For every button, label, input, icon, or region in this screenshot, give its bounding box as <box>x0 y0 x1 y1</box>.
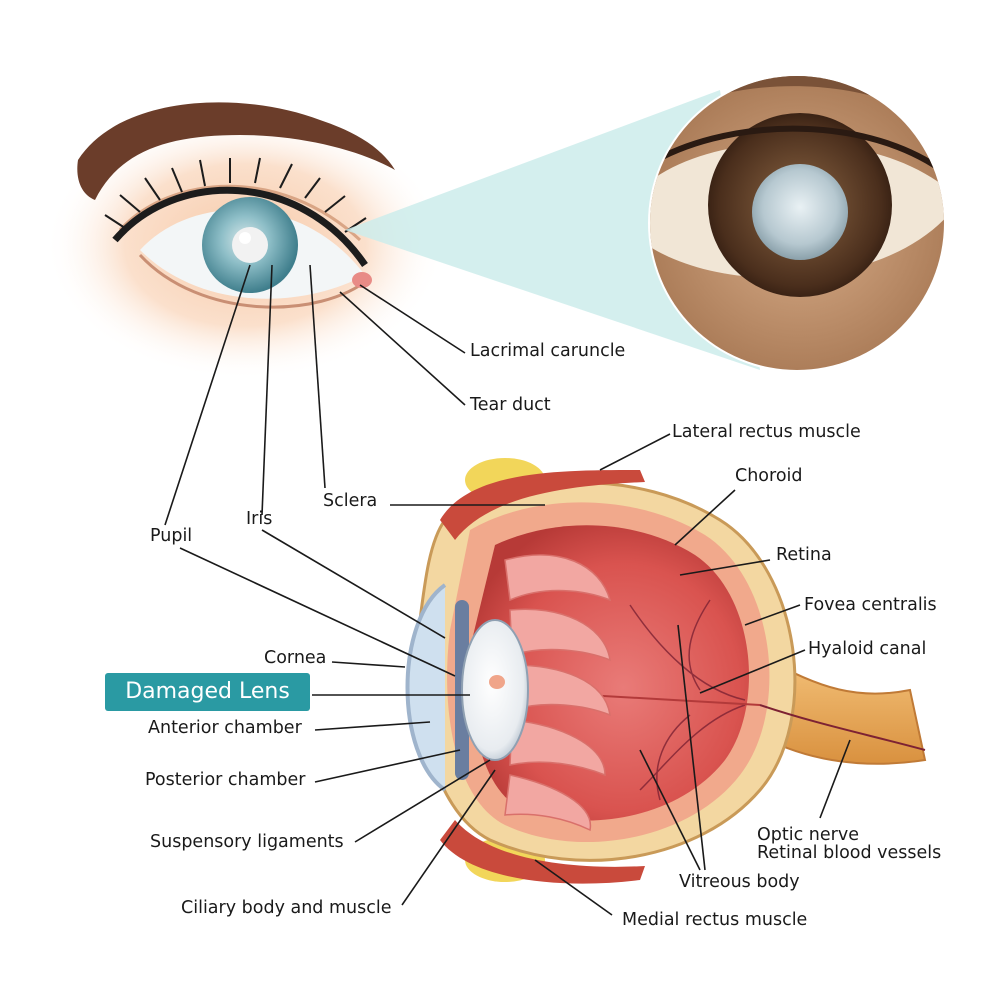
label-vitreous-body: Vitreous body <box>679 872 800 892</box>
label-sclera: Sclera <box>323 491 378 511</box>
label-optic-nerve: Optic nerve <box>757 825 859 845</box>
external-eye <box>45 102 445 380</box>
label-lacrimal-caruncle: Lacrimal caruncle <box>470 341 626 361</box>
label-tear-duct: Tear duct <box>470 395 551 415</box>
label-medial-rectus-muscle: Medial rectus muscle <box>622 910 808 930</box>
zoom-cone <box>345 90 760 370</box>
label-retina: Retina <box>776 545 832 565</box>
label-suspensory-ligaments: Suspensory ligaments <box>150 832 344 852</box>
label-lateral-rectus-muscle: Lateral rectus muscle <box>672 422 861 442</box>
label-posterior-chamber: Posterior chamber <box>145 770 306 790</box>
label-iris: Iris <box>246 509 273 529</box>
label-choroid: Choroid <box>735 466 803 486</box>
label-cornea: Cornea <box>264 648 327 668</box>
label-hyaloid-canal: Hyaloid canal <box>808 639 927 659</box>
label-retinal-blood-vessels: Retinal blood vessels <box>757 843 942 863</box>
damaged-lens-badge: Damaged Lens <box>105 673 310 711</box>
eyeball-cross-section <box>405 458 927 884</box>
leader-lines <box>164 264 851 916</box>
label-anterior-chamber: Anterior chamber <box>148 718 302 738</box>
label-pupil: Pupil <box>150 526 193 546</box>
label-ciliary-body-and-muscle: Ciliary body and muscle <box>181 898 392 918</box>
label-fovea-centralis: Fovea centralis <box>804 595 937 615</box>
